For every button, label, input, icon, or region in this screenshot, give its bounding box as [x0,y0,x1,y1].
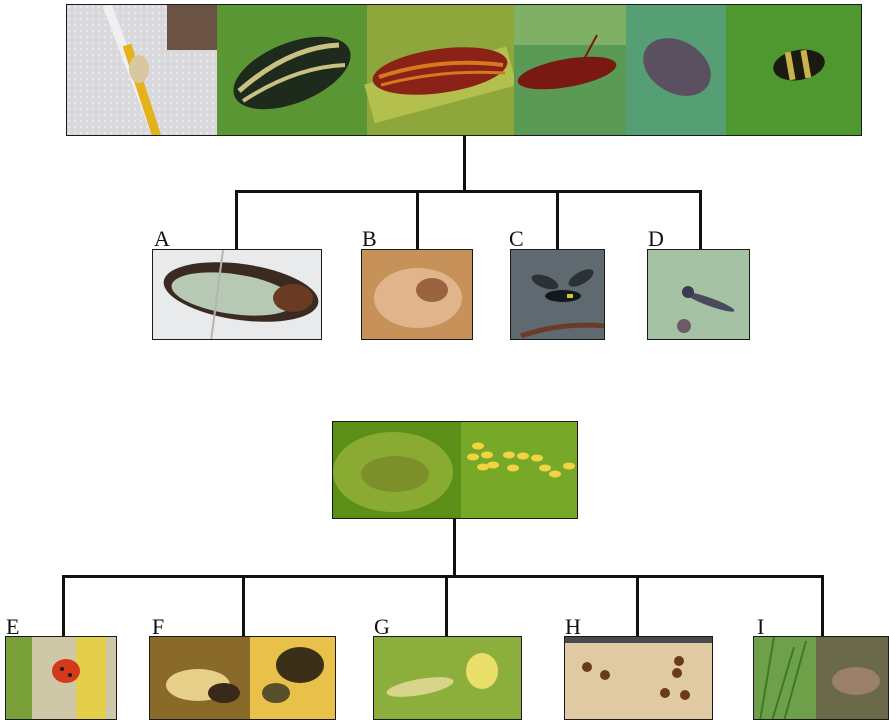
connector-f [242,575,245,637]
panel-b-photo [361,249,473,340]
panel-label-c: C [509,228,524,250]
panel-f-photo [149,636,336,720]
froghopper-photo-strip [66,4,862,136]
panel-a-photo [152,249,322,340]
bottom-tree-stem [453,519,456,577]
panel-label-e: E [6,616,19,638]
panel-label-d: D [648,228,664,250]
panel-i-photo [753,636,889,720]
panel-label-a: A [154,228,170,250]
panel-h-photo [564,636,713,720]
panel-label-h: H [565,616,581,638]
aphid-hub-photo [332,421,578,519]
froghopper-strip-image [67,5,862,136]
connector-e [62,575,65,637]
connector-h [636,575,639,637]
connector-d [699,190,702,250]
panel-label-b: B [362,228,377,250]
connector-b [416,190,419,250]
top-tree-stem [463,136,466,192]
connector-g [445,575,448,637]
connector-a [235,190,238,250]
panel-c-photo [510,249,605,340]
panel-g-photo [373,636,522,720]
connector-c [556,190,559,250]
connector-i [821,575,824,637]
panel-label-i: I [757,616,764,638]
bottom-tree-bar [62,575,824,578]
panel-label-f: F [152,616,164,638]
panel-d-photo [647,249,750,340]
top-tree-bar [235,190,702,193]
panel-e-photo [5,636,117,720]
panel-label-g: G [374,616,390,638]
